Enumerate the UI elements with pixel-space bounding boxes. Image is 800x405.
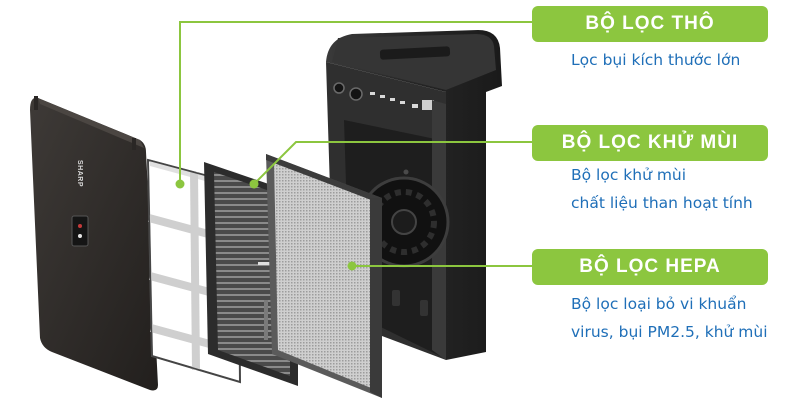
callout-desc-line: Lọc bụi kích thước lớn (571, 51, 741, 69)
callout-desc-line: Bộ lọc loại bỏ vi khuẩn (571, 295, 747, 313)
callout-desc-pre-filter: Lọc bụi kích thước lớn (571, 46, 740, 74)
callout-title-pre-filter: BỘ LỌC THÔ (532, 6, 768, 42)
leader-dot-hepa-filter (347, 261, 357, 271)
leader-dot-pre-filter (175, 179, 185, 189)
callout-desc-line: virus, bụi PM2.5, khử mùi (571, 323, 768, 341)
mode-knob-icon (349, 87, 363, 101)
leader-dot-carbon-filter (249, 179, 259, 189)
sharp-logo: SHARP (76, 160, 83, 187)
callout-desc-hepa-filter: Bộ lọc loại bỏ vi khuẩn virus, bụi PM2.5… (571, 290, 768, 346)
purifier-main-unit (326, 30, 502, 360)
front-cover-panel: SHARP (30, 96, 158, 391)
callout-desc-carbon-filter: Bộ lọc khử mùi chất liệu than hoạt tính (571, 161, 753, 217)
callout-desc-line: Bộ lọc khử mùi (571, 166, 687, 184)
leader-line-pre-filter (179, 21, 532, 184)
callout-title-hepa-filter: BỘ LỌC HEPA (532, 249, 768, 285)
hepa-filter (266, 154, 382, 398)
callout-desc-line: chất liệu than hoạt tính (571, 194, 753, 212)
leader-line-carbon-filter (253, 141, 532, 185)
callout-title-carbon-filter: BỘ LỌC KHỬ MÙI (532, 125, 768, 161)
plasmacluster-badge-icon (71, 215, 89, 247)
power-knob-icon (333, 82, 345, 94)
callout-leaders (175, 21, 532, 271)
